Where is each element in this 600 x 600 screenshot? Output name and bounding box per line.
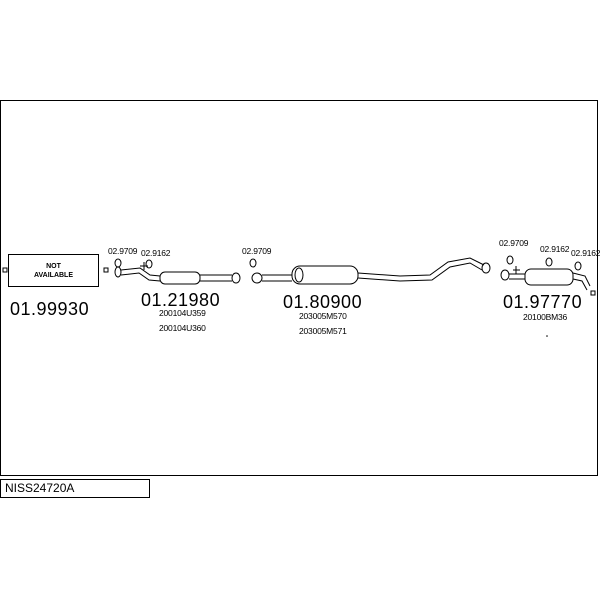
fitting-label[interactable]: 02.9709 (242, 246, 272, 256)
fitting-label[interactable]: 02.9162 (141, 248, 171, 258)
ref-number: 203005M570 (299, 311, 347, 321)
not-available-box: NOT AVAILABLE (8, 254, 99, 287)
ring-icon (251, 272, 263, 284)
rear-muffler-part (500, 255, 591, 291)
ring-icon (145, 259, 153, 269)
connector-marker-na (103, 267, 109, 273)
ref-number: 203005M571 (299, 326, 347, 336)
diagram-frame (0, 100, 598, 476)
center-muffler-part (262, 257, 491, 285)
part-number-01-99930[interactable]: 01.99930 (10, 299, 90, 319)
ref-number: 200104U360 (159, 323, 206, 333)
ref-number: 20100BM36 (523, 312, 568, 322)
connector-marker-left (2, 267, 8, 273)
ref-number: 200104U359 (159, 308, 206, 318)
front-pipe-part (114, 266, 241, 285)
ring-icon (114, 258, 122, 268)
part-number-01-21980[interactable]: 01.21980 (141, 290, 221, 310)
dot-marker (546, 335, 548, 337)
fitting-label[interactable]: 02.9709 (108, 246, 138, 256)
part-number-01-97770[interactable]: 01.97770 (503, 292, 583, 312)
part-number-01-80900[interactable]: 01.80900 (283, 292, 363, 312)
not-available-line1: NOT (46, 262, 61, 270)
connector-marker-right (590, 290, 596, 296)
fitting-label[interactable]: 02.9162 (540, 244, 570, 254)
not-available-line2: AVAILABLE (33, 271, 74, 279)
fitting-label[interactable]: 02.9162 (571, 248, 600, 258)
fitting-label[interactable]: 02.9709 (499, 238, 529, 248)
ring-icon (249, 258, 257, 268)
vehicle-code-box: NISS24720A (0, 479, 150, 498)
